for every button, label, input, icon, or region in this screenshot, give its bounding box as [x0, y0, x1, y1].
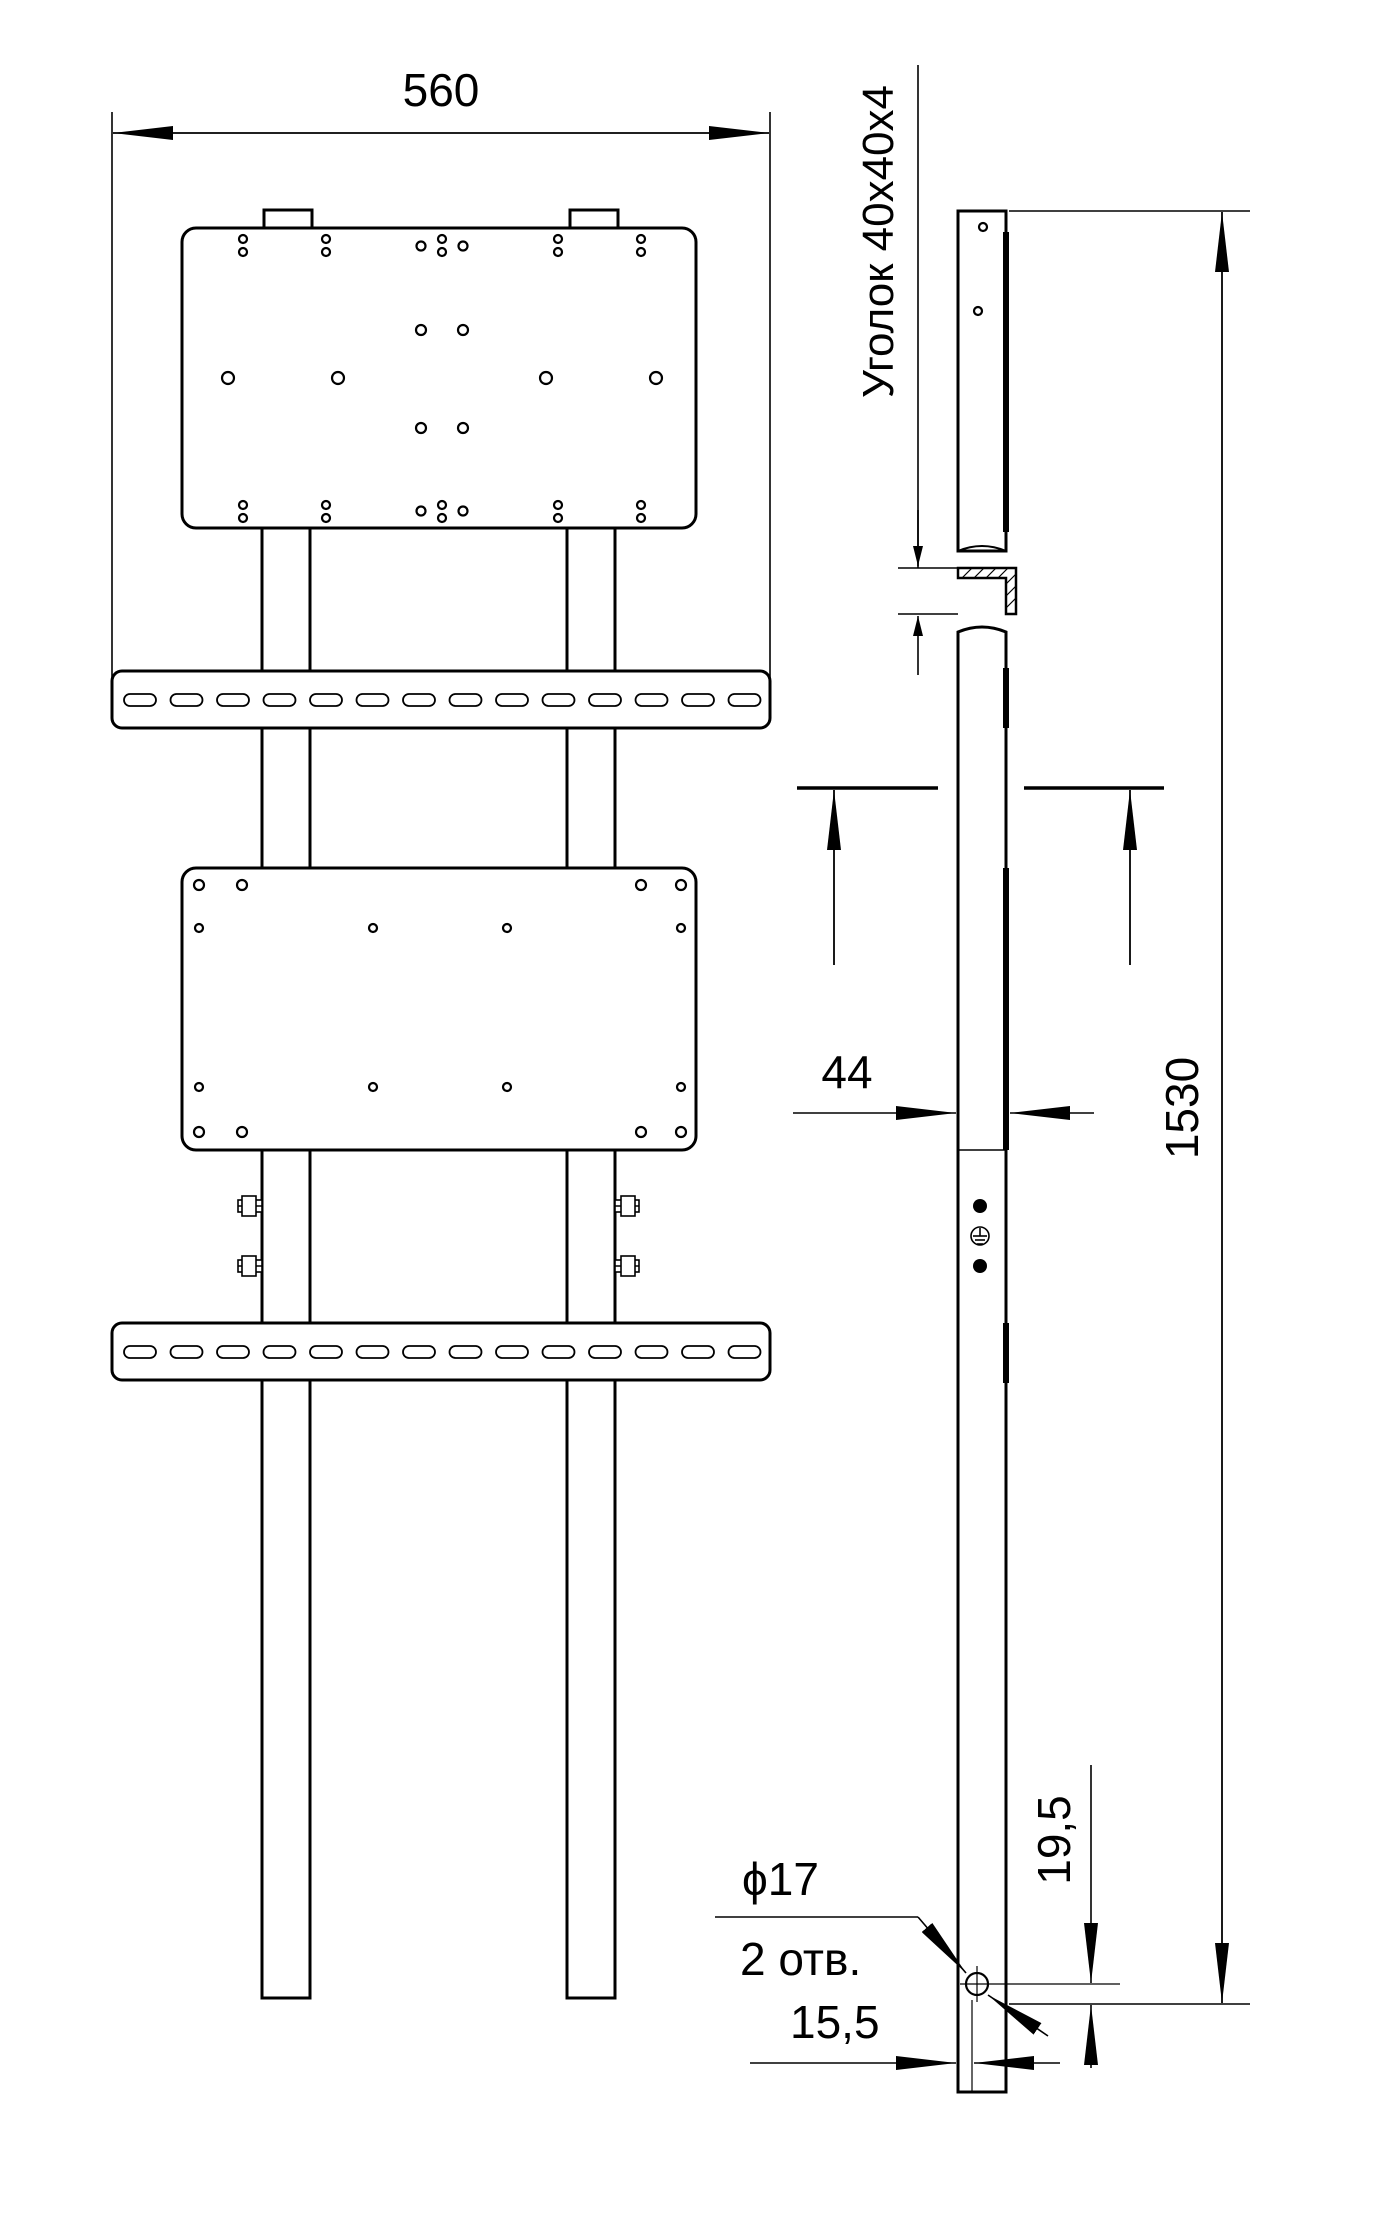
- crossbar-slot: [634, 693, 669, 707]
- crossbar-slot: [309, 693, 343, 707]
- crossbar-slot: [402, 693, 436, 707]
- right-post: [565, 523, 617, 2000]
- crossbar-slot: [169, 1345, 204, 1359]
- crossbar-slot: [355, 693, 390, 707]
- crossbar-slot: [309, 1345, 343, 1359]
- crossbar-slot: [123, 693, 157, 707]
- side-bolt-lower: [973, 1259, 987, 1273]
- front-view: 560: [110, 64, 772, 2000]
- crossbar-slot: [727, 693, 762, 707]
- hole-offset-horizontal-label: 15,5: [790, 1996, 880, 2048]
- hole-count-label: 2 отв.: [740, 1933, 861, 1985]
- crossbar-slot: [681, 1345, 715, 1359]
- crossbar-slot: [588, 1345, 622, 1359]
- height-dimension: 1530: [1009, 210, 1250, 2005]
- middle-mounting-plate: [180, 866, 698, 1152]
- crossbar-slot: [727, 1345, 762, 1359]
- crossbar-slot: [355, 1345, 390, 1359]
- crossbar-slot: [588, 693, 622, 707]
- depth-dimension: 44: [793, 1046, 1094, 1120]
- side-upper-plate: [1003, 232, 1009, 532]
- hole-offset-horizontal-dimension: 15,5: [750, 1996, 1060, 2070]
- depth-dimension-label: 44: [821, 1046, 872, 1098]
- side-main-post: [956, 625, 1008, 2094]
- crossbar-slot: [216, 1345, 250, 1359]
- angle-profile-dimension: Уголок 40x40x4: [854, 65, 958, 675]
- height-dimension-label: 1530: [1156, 1057, 1208, 1159]
- width-dimension: 560: [111, 64, 771, 690]
- middle-plate-holes: [192, 878, 688, 1139]
- crossbar-slot: [448, 693, 483, 707]
- upper-crossbar: [110, 669, 772, 730]
- lower-crossbar-slots: [123, 1345, 762, 1359]
- crossbar-slot: [541, 1345, 576, 1359]
- crossbar-slot: [495, 1345, 529, 1359]
- crossbar-slot: [448, 1345, 483, 1359]
- hole-diameter-label: ϕ17: [742, 1853, 819, 1905]
- post-bolts: [237, 1195, 640, 1277]
- crossbar-slot: [216, 693, 250, 707]
- left-post: [260, 523, 312, 2000]
- angle-profile-label: Уголок 40x40x4: [854, 85, 903, 398]
- side-plates: [1003, 668, 1009, 1383]
- crossbar-slot: [123, 1345, 157, 1359]
- hole-diameter-callout: ϕ17 2 отв.: [715, 1853, 1049, 2037]
- crossbar-slot: [541, 693, 576, 707]
- ground-icon: [970, 1226, 990, 1246]
- hole-offset-vertical-label: 19,5: [1028, 1795, 1080, 1885]
- hole-offset-vertical-dimension: 19,5: [1028, 1765, 1098, 2068]
- width-dimension-label: 560: [403, 64, 480, 116]
- side-view: Уголок 40x40x4 1530 44 ϕ17 2: [715, 65, 1250, 2094]
- upper-crossbar-slots: [123, 693, 762, 707]
- crossbar-slot: [169, 693, 204, 707]
- crossbar-slot: [262, 1345, 297, 1359]
- crossbar-slot: [495, 693, 529, 707]
- crossbar-slot: [262, 693, 297, 707]
- side-bolt-upper: [973, 1199, 987, 1213]
- side-upper-segment: [956, 209, 1008, 553]
- upper-plate-holes: [220, 233, 664, 524]
- lower-crossbar: [110, 1321, 772, 1382]
- crossbar-slot: [634, 1345, 669, 1359]
- section-marks: [797, 786, 1164, 965]
- crossbar-slot: [402, 1345, 436, 1359]
- upper-mounting-plate: [180, 226, 698, 530]
- crossbar-slot: [681, 693, 715, 707]
- angle-section: [956, 566, 1018, 616]
